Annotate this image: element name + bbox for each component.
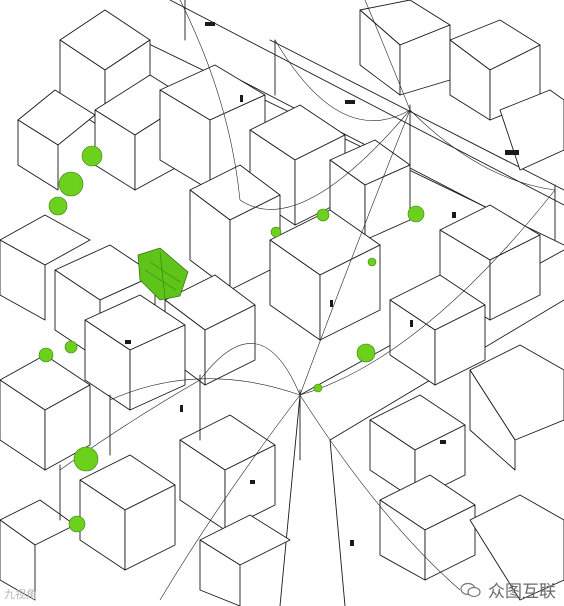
utility-poles xyxy=(59,0,556,521)
building-cluster-right xyxy=(369,204,564,501)
watermark-right-text: 众图互联 xyxy=(488,582,556,602)
watermark-right: 众图互联 xyxy=(460,577,556,602)
trees xyxy=(38,145,425,533)
building-cluster-center xyxy=(159,64,411,386)
tree xyxy=(64,340,78,354)
scattered-details xyxy=(125,22,519,546)
highlighted-facade-lines xyxy=(144,251,181,299)
tree xyxy=(316,208,330,222)
tree xyxy=(313,383,323,393)
tree xyxy=(81,145,103,167)
tree xyxy=(356,343,376,363)
building-cluster-left xyxy=(0,214,186,471)
building-cluster-bottom xyxy=(0,414,564,606)
overhead-wires xyxy=(59,0,556,601)
watermark-left-text: 九视角 xyxy=(4,588,37,601)
tree xyxy=(68,515,86,533)
watermark-left: 九视角 xyxy=(4,586,37,602)
tree xyxy=(58,171,84,197)
building-cluster-top-right xyxy=(359,0,564,171)
tree xyxy=(73,446,99,472)
highlighted-facade xyxy=(137,247,189,301)
tree xyxy=(367,257,377,267)
tree xyxy=(38,347,54,363)
tree xyxy=(270,226,282,238)
tree xyxy=(48,196,68,216)
wechat-icon xyxy=(460,582,481,597)
tree xyxy=(407,205,425,223)
